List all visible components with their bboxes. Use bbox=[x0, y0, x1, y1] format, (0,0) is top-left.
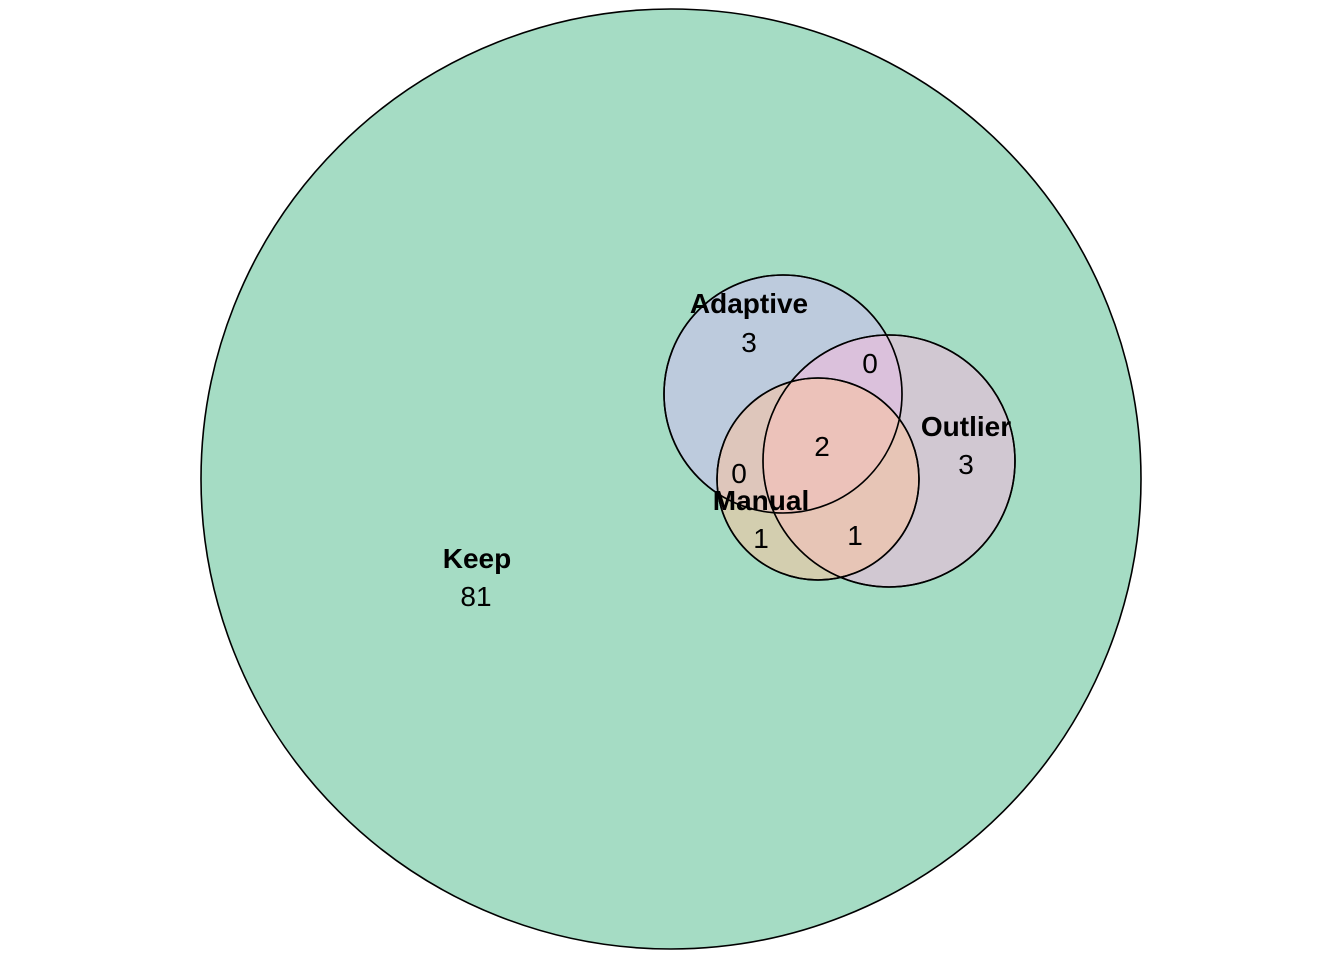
manual-outline bbox=[716, 377, 920, 581]
manual-only-count: 1 bbox=[753, 523, 769, 554]
keep-label: Keep bbox=[443, 543, 511, 574]
keep-only-count: 81 bbox=[460, 581, 491, 612]
outlier-label: Outlier bbox=[921, 411, 1011, 442]
outlier-only-count: 3 bbox=[958, 449, 974, 480]
keep-circle bbox=[200, 8, 1142, 950]
outlier-outline bbox=[762, 334, 1016, 588]
all-three-count: 2 bbox=[814, 431, 830, 462]
manual-circle bbox=[716, 377, 920, 581]
outlier-manual-count: 1 bbox=[847, 520, 863, 551]
adaptive-only-count: 3 bbox=[741, 327, 757, 358]
adaptive-label: Adaptive bbox=[690, 288, 808, 319]
adaptive-manual-count: 0 bbox=[731, 458, 747, 489]
adaptive-outlier-count: 0 bbox=[862, 348, 878, 379]
manual-label: Manual bbox=[713, 485, 809, 516]
adaptive-outline bbox=[663, 274, 903, 514]
